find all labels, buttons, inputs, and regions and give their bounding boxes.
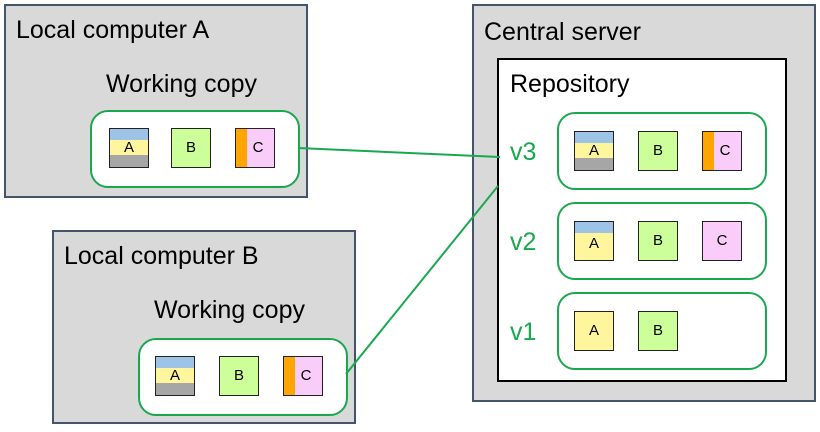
file-c-label: C (716, 232, 728, 249)
file-a-label: A (123, 139, 134, 156)
link-computer-b-to-repository (345, 185, 499, 375)
file-c: C (702, 221, 742, 261)
repository-title: Repository (510, 70, 630, 98)
file-b-label: B (652, 322, 663, 339)
local-computer-a-panel: Local computer A Working copy A B C (4, 4, 308, 198)
file-a: A (574, 221, 614, 261)
file-b: B (638, 221, 678, 261)
local-computer-a-title: Local computer A (16, 16, 210, 44)
local-computer-b-panel: Local computer B Working copy A B C (52, 230, 356, 424)
file-b-label: B (233, 367, 244, 384)
central-server-panel: Central server Repository v3 A B C v2 (472, 4, 816, 402)
central-server-title: Central server (484, 18, 641, 46)
file-a-label: A (588, 235, 599, 252)
version-label-v2: v2 (510, 228, 537, 256)
file-c: C (235, 128, 275, 168)
file-a: A (574, 311, 614, 351)
file-b: B (171, 128, 211, 168)
repository-version-v2: A B C (557, 202, 767, 280)
file-c-label: C (300, 367, 312, 384)
file-b: B (638, 311, 678, 351)
repository-box: Repository v3 A B C v2 A (497, 58, 787, 382)
version-label-v1: v1 (510, 318, 537, 346)
file-a-label: A (588, 142, 599, 159)
file-b: B (638, 131, 678, 171)
file-b-label: B (652, 142, 663, 159)
link-computer-a-to-repository (297, 147, 501, 158)
file-a-label: A (169, 367, 180, 384)
repository-version-v3: A B C (557, 112, 767, 190)
working-copy-b-group: A B C (138, 338, 348, 416)
file-c-label: C (252, 139, 264, 156)
file-a: A (574, 131, 614, 171)
file-a: A (109, 128, 149, 168)
file-c-label: C (719, 142, 731, 159)
repository-version-v1: A B (557, 292, 767, 370)
working-copy-b-label: Working copy (154, 296, 305, 324)
file-b: B (219, 356, 259, 396)
file-a: A (155, 356, 195, 396)
file-b-label: B (185, 139, 196, 156)
local-computer-b-title: Local computer B (64, 242, 259, 270)
file-a-label: A (588, 322, 599, 339)
file-b-label: B (652, 232, 663, 249)
file-c: C (702, 131, 742, 171)
working-copy-a-label: Working copy (106, 70, 257, 98)
file-c: C (283, 356, 323, 396)
version-label-v3: v3 (510, 138, 537, 166)
